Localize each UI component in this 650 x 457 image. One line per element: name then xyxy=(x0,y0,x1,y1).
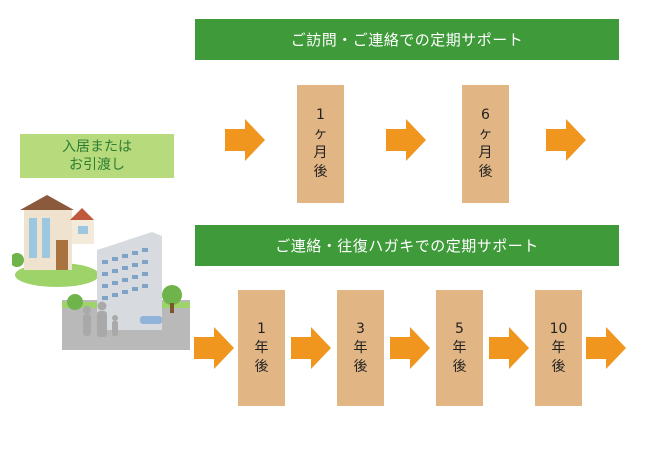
arrow-right-icon xyxy=(390,327,430,369)
step-1-month: 1 ヶ 月 後 xyxy=(297,85,344,203)
step-1-year: 1 年 後 xyxy=(238,290,285,406)
step-3-years: 3 年 後 xyxy=(337,290,384,406)
visit-support-banner: ご訪問・ご連絡での定期サポート xyxy=(195,19,619,60)
arrow-right-icon xyxy=(586,327,626,369)
arrow-right-icon xyxy=(546,119,586,161)
arrow-right-icon xyxy=(291,327,331,369)
step-10-years: 10 年 後 xyxy=(535,290,582,406)
move-in-line2: お引渡し xyxy=(69,157,125,173)
house-and-apartment-illustration xyxy=(12,195,190,350)
step-5-years: 5 年 後 xyxy=(436,290,483,406)
mail-support-banner: ご連絡・往復ハガキでの定期サポート xyxy=(195,225,619,266)
arrow-right-icon xyxy=(225,119,265,161)
arrow-right-icon xyxy=(386,119,426,161)
arrow-right-icon xyxy=(489,327,529,369)
step-6-months: 6 ヶ 月 後 xyxy=(462,85,509,203)
arrow-right-icon xyxy=(194,327,234,369)
move-in-label: 入居または お引渡し xyxy=(20,134,174,178)
move-in-line1: 入居または xyxy=(62,139,132,155)
